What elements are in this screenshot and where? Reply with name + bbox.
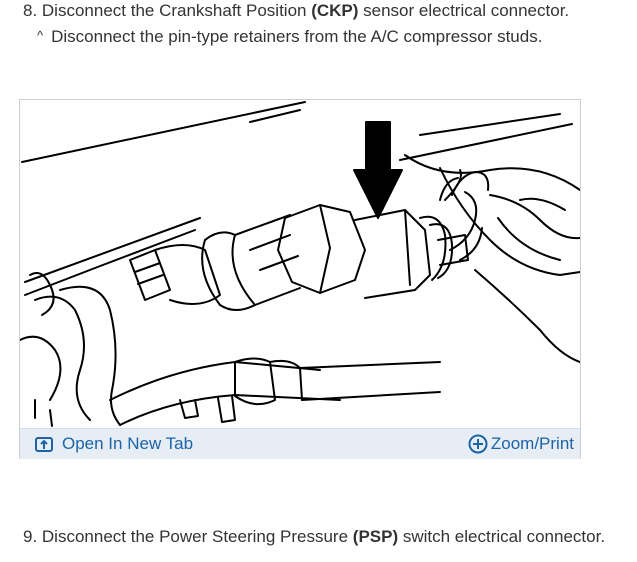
step-9-suffix: switch electrical connector. <box>398 527 606 546</box>
step-8-ckp-abbrev: (CKP) <box>311 1 359 20</box>
step-9-text: 9. Disconnect the Power Steering Pressur… <box>23 527 605 547</box>
zoom-print-link[interactable]: Zoom/Print <box>468 434 574 454</box>
zoom-plus-icon <box>468 434 488 454</box>
open-in-new-tab-link[interactable]: Open In New Tab <box>34 434 193 454</box>
figure-toolbar: Open In New Tab Zoom/Print <box>20 428 580 459</box>
caret-icon: ^ <box>37 28 44 43</box>
figure-container: Open In New Tab Zoom/Print <box>19 99 581 459</box>
step-8-prefix: 8. Disconnect the Crankshaft Position <box>23 1 312 20</box>
step-8-subnote: ^ Disconnect the pin-type retainers from … <box>37 27 542 48</box>
step-9-prefix: 9. Disconnect the Power Steering Pressur… <box>23 527 353 546</box>
open-in-new-tab-icon <box>34 434 54 454</box>
step-8-suffix: sensor electrical connector. <box>358 1 570 20</box>
open-in-new-tab-label: Open In New Tab <box>62 434 194 453</box>
step-9-psp-abbrev: (PSP) <box>352 527 399 546</box>
subnote-text: Disconnect the pin-type retainers from t… <box>51 27 543 46</box>
step-8-text: 8. Disconnect the Crankshaft Position (C… <box>23 1 569 21</box>
ckp-sensor-illustration <box>20 101 580 427</box>
zoom-print-label: Zoom/Print <box>490 434 574 453</box>
